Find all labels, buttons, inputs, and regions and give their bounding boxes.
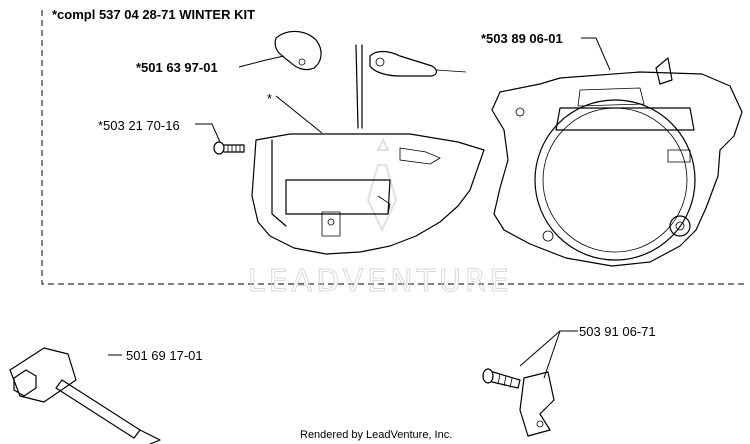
kit-boundary <box>41 10 748 285</box>
screw-leader <box>195 123 221 143</box>
crankcase-label[interactable]: *503 89 06-01 <box>481 31 563 46</box>
crankcase-part <box>491 57 743 267</box>
leadventure-watermark: LEADVENTURE <box>248 137 513 300</box>
rendered-by-footer: Rendered by LeadVenture, Inc. <box>300 429 452 441</box>
clamp-part <box>482 368 555 437</box>
crankcase-leader <box>581 37 611 71</box>
carburetor-cover-part <box>251 133 485 255</box>
cover-leader <box>275 95 323 134</box>
combination-wrench-part <box>9 347 161 444</box>
cover-cap-label[interactable]: *501 63 97-01 <box>136 60 218 75</box>
screw-label[interactable]: *503 21 70-16 <box>98 118 180 133</box>
screw-part <box>213 141 245 155</box>
clamp-label[interactable]: 503 91 06-71 <box>579 324 656 339</box>
lever-part <box>355 44 467 129</box>
watermark-text: LEADVENTURE <box>248 264 513 299</box>
clamp-leader <box>519 330 578 379</box>
cover-star-label[interactable]: * <box>267 91 272 106</box>
kit-title: *compl 537 04 28-71 WINTER KIT <box>52 7 255 22</box>
cover-cap-part <box>274 30 322 71</box>
cover-cap-leader <box>238 55 285 68</box>
wrench-label[interactable]: 501 69 17-01 <box>126 348 203 363</box>
